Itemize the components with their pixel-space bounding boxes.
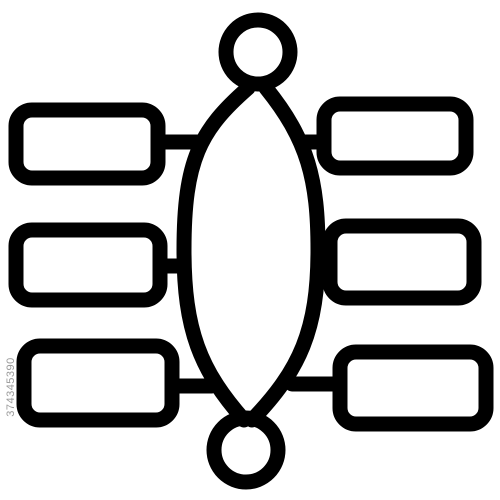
watermark-id-text: 374345390 — [5, 357, 17, 417]
central-lens-shape — [176, 80, 326, 428]
left-box-2 — [8, 222, 168, 308]
left-box-3 — [16, 338, 180, 428]
right-box-1 — [316, 96, 474, 176]
bottom-node-circle — [206, 410, 286, 490]
left-box-1 — [8, 102, 166, 186]
top-node-circle — [218, 12, 298, 92]
right-box-3 — [332, 344, 494, 432]
right-box-2 — [322, 218, 482, 306]
